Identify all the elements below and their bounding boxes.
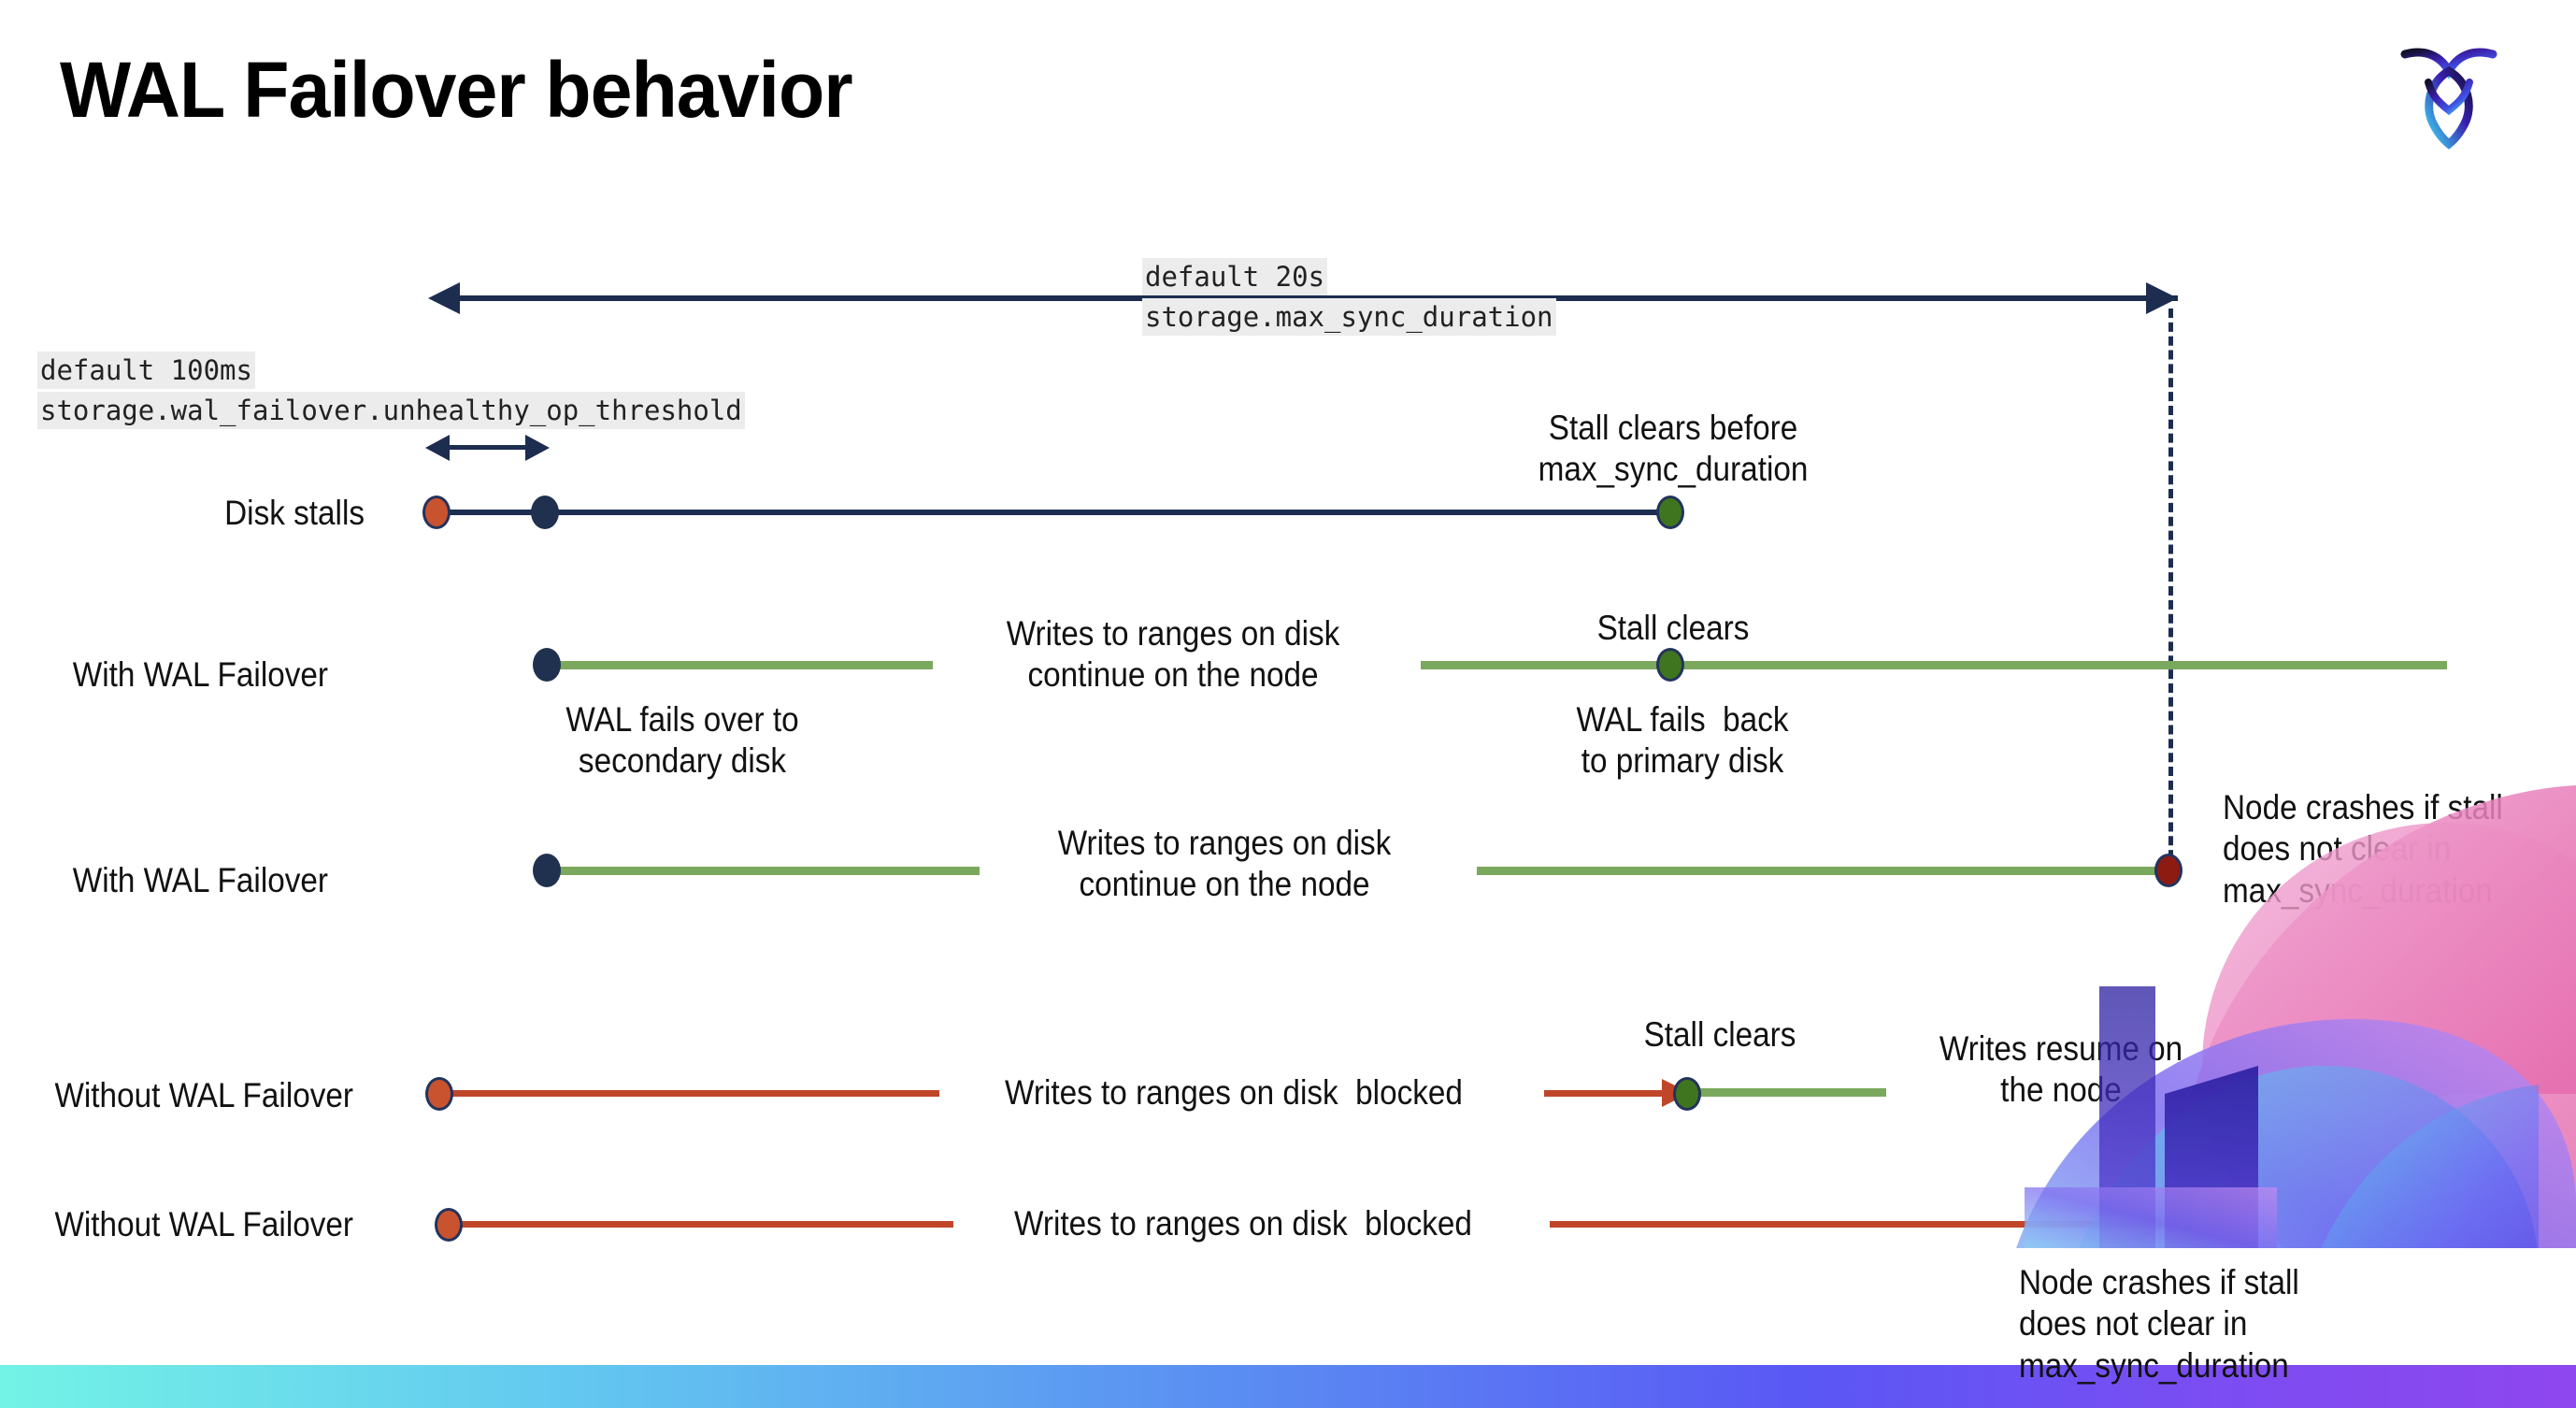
without-failover-1-blocked-line-b xyxy=(1544,1090,1675,1097)
callout-writes-blocked-1: Writes to ranges on disk blocked xyxy=(1005,1073,1463,1112)
disk-stalls-failover-dot xyxy=(531,496,559,529)
unhealthy-op-setting-label: storage.wal_failover.unhealthy_op_thresh… xyxy=(37,392,745,430)
wal-failover-1-segment-b xyxy=(1421,661,2447,669)
callout-node-crashes-2: Node crashes if stall does not clear in … xyxy=(2019,1263,2299,1385)
callout-writes-continue-1: Writes to ranges on disk continue on the… xyxy=(1006,614,1340,695)
wal-failover-2-crash-dot xyxy=(2154,854,2182,887)
wal-failover-2-segment-b xyxy=(1477,867,2178,875)
row-label-without-wal-failover-2: Without WAL Failover xyxy=(54,1205,354,1243)
disk-stalls-timeline xyxy=(439,510,1673,515)
wal-failover-2-failover-dot xyxy=(533,854,561,887)
row-label-disk-stalls: Disk stalls xyxy=(224,494,365,532)
without-failover-1-clear-dot xyxy=(1673,1077,1701,1111)
bottom-gradient-bar xyxy=(0,1365,2576,1408)
threshold-arrow-right-head xyxy=(525,435,550,461)
callout-stall-clears-before: Stall clears before max_sync_duration xyxy=(1538,409,1809,489)
without-failover-1-blocked-line-a xyxy=(439,1090,939,1097)
row-label-without-wal-failover-1: Without WAL Failover xyxy=(54,1076,354,1114)
row-label-with-wal-failover-1: With WAL Failover xyxy=(72,655,328,694)
callout-writes-blocked-2: Writes to ranges on disk blocked xyxy=(1014,1204,1472,1243)
wal-failover-1-failover-dot xyxy=(533,648,561,682)
without-failover-2-start-dot xyxy=(435,1208,463,1242)
page-title: WAL Failover behavior xyxy=(60,46,853,134)
cockroachdb-logo-icon xyxy=(2388,30,2510,151)
callout-stall-clears-2: Stall clears xyxy=(1643,1015,1796,1054)
unhealthy-op-default-label: default 100ms xyxy=(37,352,255,390)
callout-wal-fails-back: WAL fails back to primary disk xyxy=(1576,700,1789,781)
wal-failover-1-segment-a xyxy=(550,661,933,669)
callout-writes-continue-2: Writes to ranges on disk continue on the… xyxy=(1057,824,1392,904)
without-failover-2-blocked-line-a xyxy=(449,1221,953,1228)
disk-stalls-clear-dot xyxy=(1656,496,1684,529)
disk-stalls-start-dot xyxy=(422,496,451,529)
wal-failover-1-clear-dot xyxy=(1656,648,1684,682)
max-sync-default-label: default 20s xyxy=(1142,258,1328,296)
max-sync-setting-label: storage.max_sync_duration xyxy=(1142,298,1556,337)
max-sync-dashed-dropline xyxy=(2168,309,2173,873)
row-label-with-wal-failover-2: With WAL Failover xyxy=(72,861,328,899)
without-failover-2-blocked-line-b xyxy=(1550,1221,2157,1228)
wal-failover-2-segment-a xyxy=(550,867,980,875)
threshold-span-line xyxy=(447,445,529,450)
callout-white-backdrop xyxy=(1134,1248,2576,1365)
threshold-arrow-left-head xyxy=(425,435,450,461)
callout-stall-clears-1: Stall clears xyxy=(1596,609,1750,647)
without-failover-1-resume-line-a xyxy=(1699,1088,1886,1097)
without-failover-1-start-dot xyxy=(425,1077,453,1111)
callout-wal-fails-over: WAL fails over to secondary disk xyxy=(565,700,799,781)
max-sync-arrow-left-head xyxy=(428,282,460,314)
